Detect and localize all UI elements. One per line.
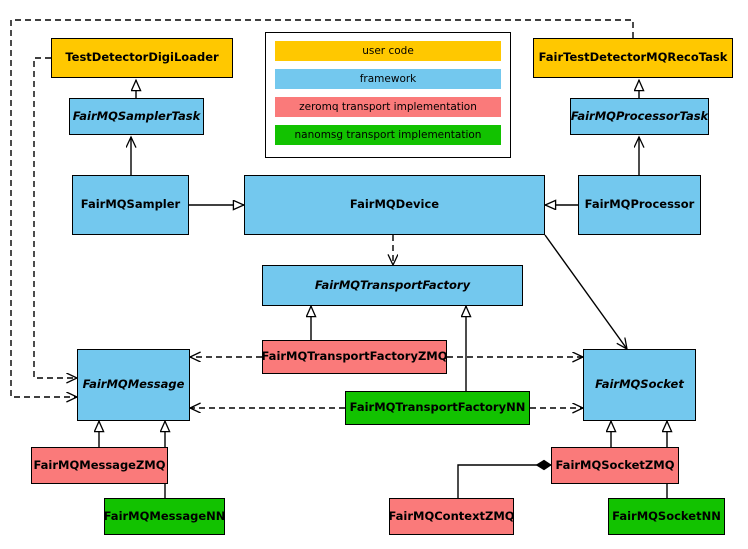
legend-item-nanomsg: nanomsg transport implementation xyxy=(275,125,501,145)
class-box-fair-mq-processor[interactable]: FairMQProcessor xyxy=(578,175,701,235)
edge-recotask-message xyxy=(10,19,634,397)
class-box-fair-mq-socket[interactable]: FairMQSocket xyxy=(583,349,696,421)
class-box-fair-mq-message-nn[interactable]: FairMQMessageNN xyxy=(104,498,225,535)
legend-panel: user code framework zeromq transport imp… xyxy=(265,32,511,158)
class-box-fair-test-detector-mq-reco-task[interactable]: FairTestDetectorMQRecoTask xyxy=(533,38,733,78)
edge-device-socket xyxy=(544,234,627,349)
legend-item-user-code: user code xyxy=(275,41,501,61)
class-box-fair-mq-processor-task[interactable]: FairMQProcessorTask xyxy=(570,98,709,135)
class-box-test-detector-digi-loader[interactable]: TestDetectorDigiLoader xyxy=(51,38,233,78)
class-box-fair-mq-transport-factory-nn[interactable]: FairMQTransportFactoryNN xyxy=(345,391,530,425)
class-box-fair-mq-transport-factory-zmq[interactable]: FairMQTransportFactoryZMQ xyxy=(262,340,448,374)
legend-item-framework: framework xyxy=(275,69,501,89)
class-box-fair-mq-socket-zmq[interactable]: FairMQSocketZMQ xyxy=(551,447,679,484)
class-box-fair-mq-socket-nn[interactable]: FairMQSocketNN xyxy=(608,498,725,535)
class-box-fair-mq-sampler[interactable]: FairMQSampler xyxy=(72,175,189,235)
class-box-fair-mq-context-zmq[interactable]: FairMQContextZMQ xyxy=(388,498,515,535)
class-box-fair-mq-transport-factory[interactable]: FairMQTransportFactory xyxy=(262,265,523,306)
class-box-fair-mq-message-zmq[interactable]: FairMQMessageZMQ xyxy=(31,447,168,484)
class-box-fair-mq-sampler-task[interactable]: FairMQSamplerTask xyxy=(69,98,204,135)
class-box-fair-mq-message[interactable]: FairMQMessage xyxy=(77,349,190,421)
class-box-fair-mq-device[interactable]: FairMQDevice xyxy=(244,175,545,235)
edge-socketzmq-contextzmq xyxy=(457,459,552,498)
legend-item-zeromq: zeromq transport implementation xyxy=(275,97,501,117)
